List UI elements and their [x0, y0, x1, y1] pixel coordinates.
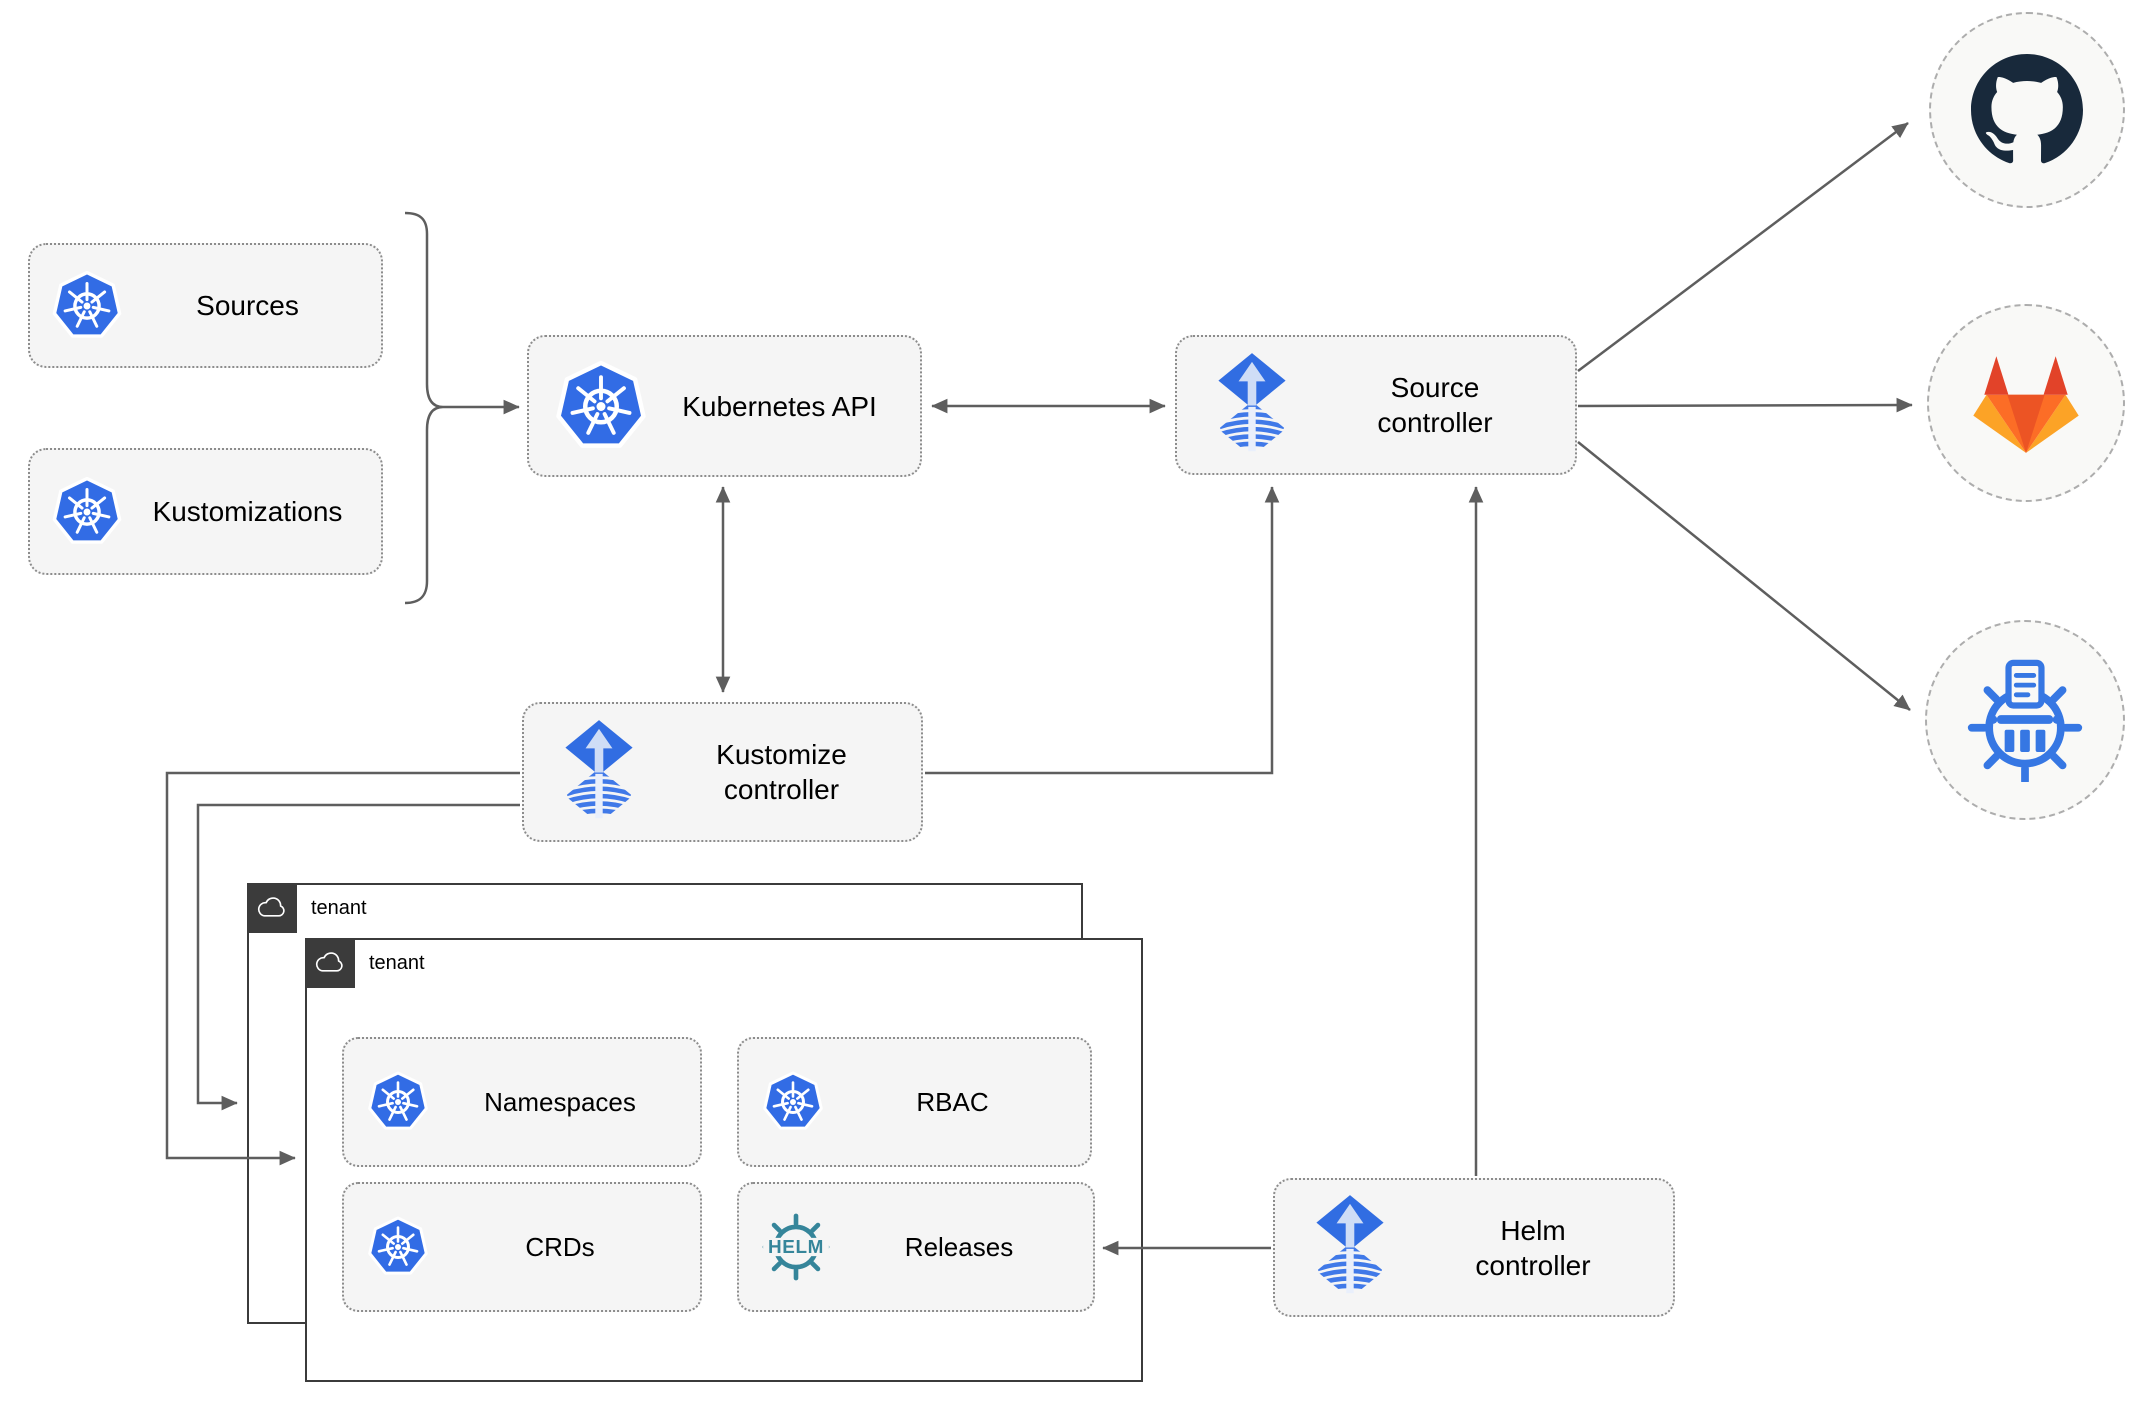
node-namespaces-label: Namespaces — [484, 1086, 636, 1117]
node-helm-controller-label: Helm controller — [1475, 1214, 1591, 1281]
node-sources: Sources — [28, 243, 383, 368]
bracket-sources-group — [404, 211, 444, 605]
node-releases: Releases — [737, 1182, 1095, 1312]
node-namespaces: Namespaces — [342, 1037, 702, 1167]
node-kustomizations-label: Kustomizations — [152, 496, 343, 527]
cloud-icon — [315, 952, 345, 974]
node-sources-label: Sources — [196, 290, 299, 321]
flux-icon — [1209, 353, 1295, 458]
edge-source-controller-to-gitlab — [1577, 397, 1913, 413]
gitlab-icon — [1971, 353, 2081, 454]
node-crds-label: CRDs — [525, 1231, 595, 1262]
tenant-back-badge — [246, 882, 297, 933]
kubernetes-icon — [761, 1069, 825, 1135]
node-kustomizations: Kustomizations — [28, 448, 383, 575]
node-rbac-label: RBAC — [916, 1086, 989, 1117]
node-kubernetes-api-label: Kubernetes API — [682, 390, 877, 422]
node-kustomize-controller: Kustomize controller — [522, 702, 923, 842]
kubernetes-icon — [553, 357, 649, 456]
node-kubernetes-api: Kubernetes API — [527, 335, 922, 477]
endpoint-helm-repository — [1925, 620, 2125, 820]
github-icon — [1971, 54, 2083, 166]
helm-repository-icon — [1963, 658, 2087, 782]
cloud-icon — [257, 897, 287, 919]
node-rbac: RBAC — [737, 1037, 1092, 1167]
kubernetes-icon — [50, 268, 124, 344]
edge-kustomize-to-source-controller — [925, 486, 1280, 775]
edge-source-controller-to-github — [1577, 122, 1909, 372]
node-releases-label: Releases — [904, 1231, 1014, 1262]
tenant-front-label: tenant — [369, 952, 425, 974]
node-kustomize-controller-label: Kustomize controller — [716, 739, 847, 805]
helm-icon — [757, 1208, 835, 1286]
endpoint-gitlab — [1927, 304, 2125, 502]
edge-source-controller-to-helm-repository — [1577, 441, 1911, 711]
tenant-back-label: tenant — [311, 897, 367, 919]
tenant-front-badge — [304, 937, 355, 988]
tenant-front-container: tenant Namespaces RBAC CRDs Releases — [304, 937, 1143, 1382]
node-source-controller: Source controller — [1175, 335, 1577, 475]
kubernetes-icon — [366, 1069, 430, 1135]
node-crds: CRDs — [342, 1182, 702, 1312]
flux-icon — [1307, 1195, 1393, 1300]
flux-icon — [556, 720, 642, 825]
node-helm-controller: Helm controller — [1273, 1178, 1675, 1317]
kubernetes-icon — [366, 1214, 430, 1280]
endpoint-github — [1929, 12, 2125, 208]
node-source-controller-label: Source controller — [1377, 372, 1493, 438]
kubernetes-icon — [50, 474, 124, 550]
